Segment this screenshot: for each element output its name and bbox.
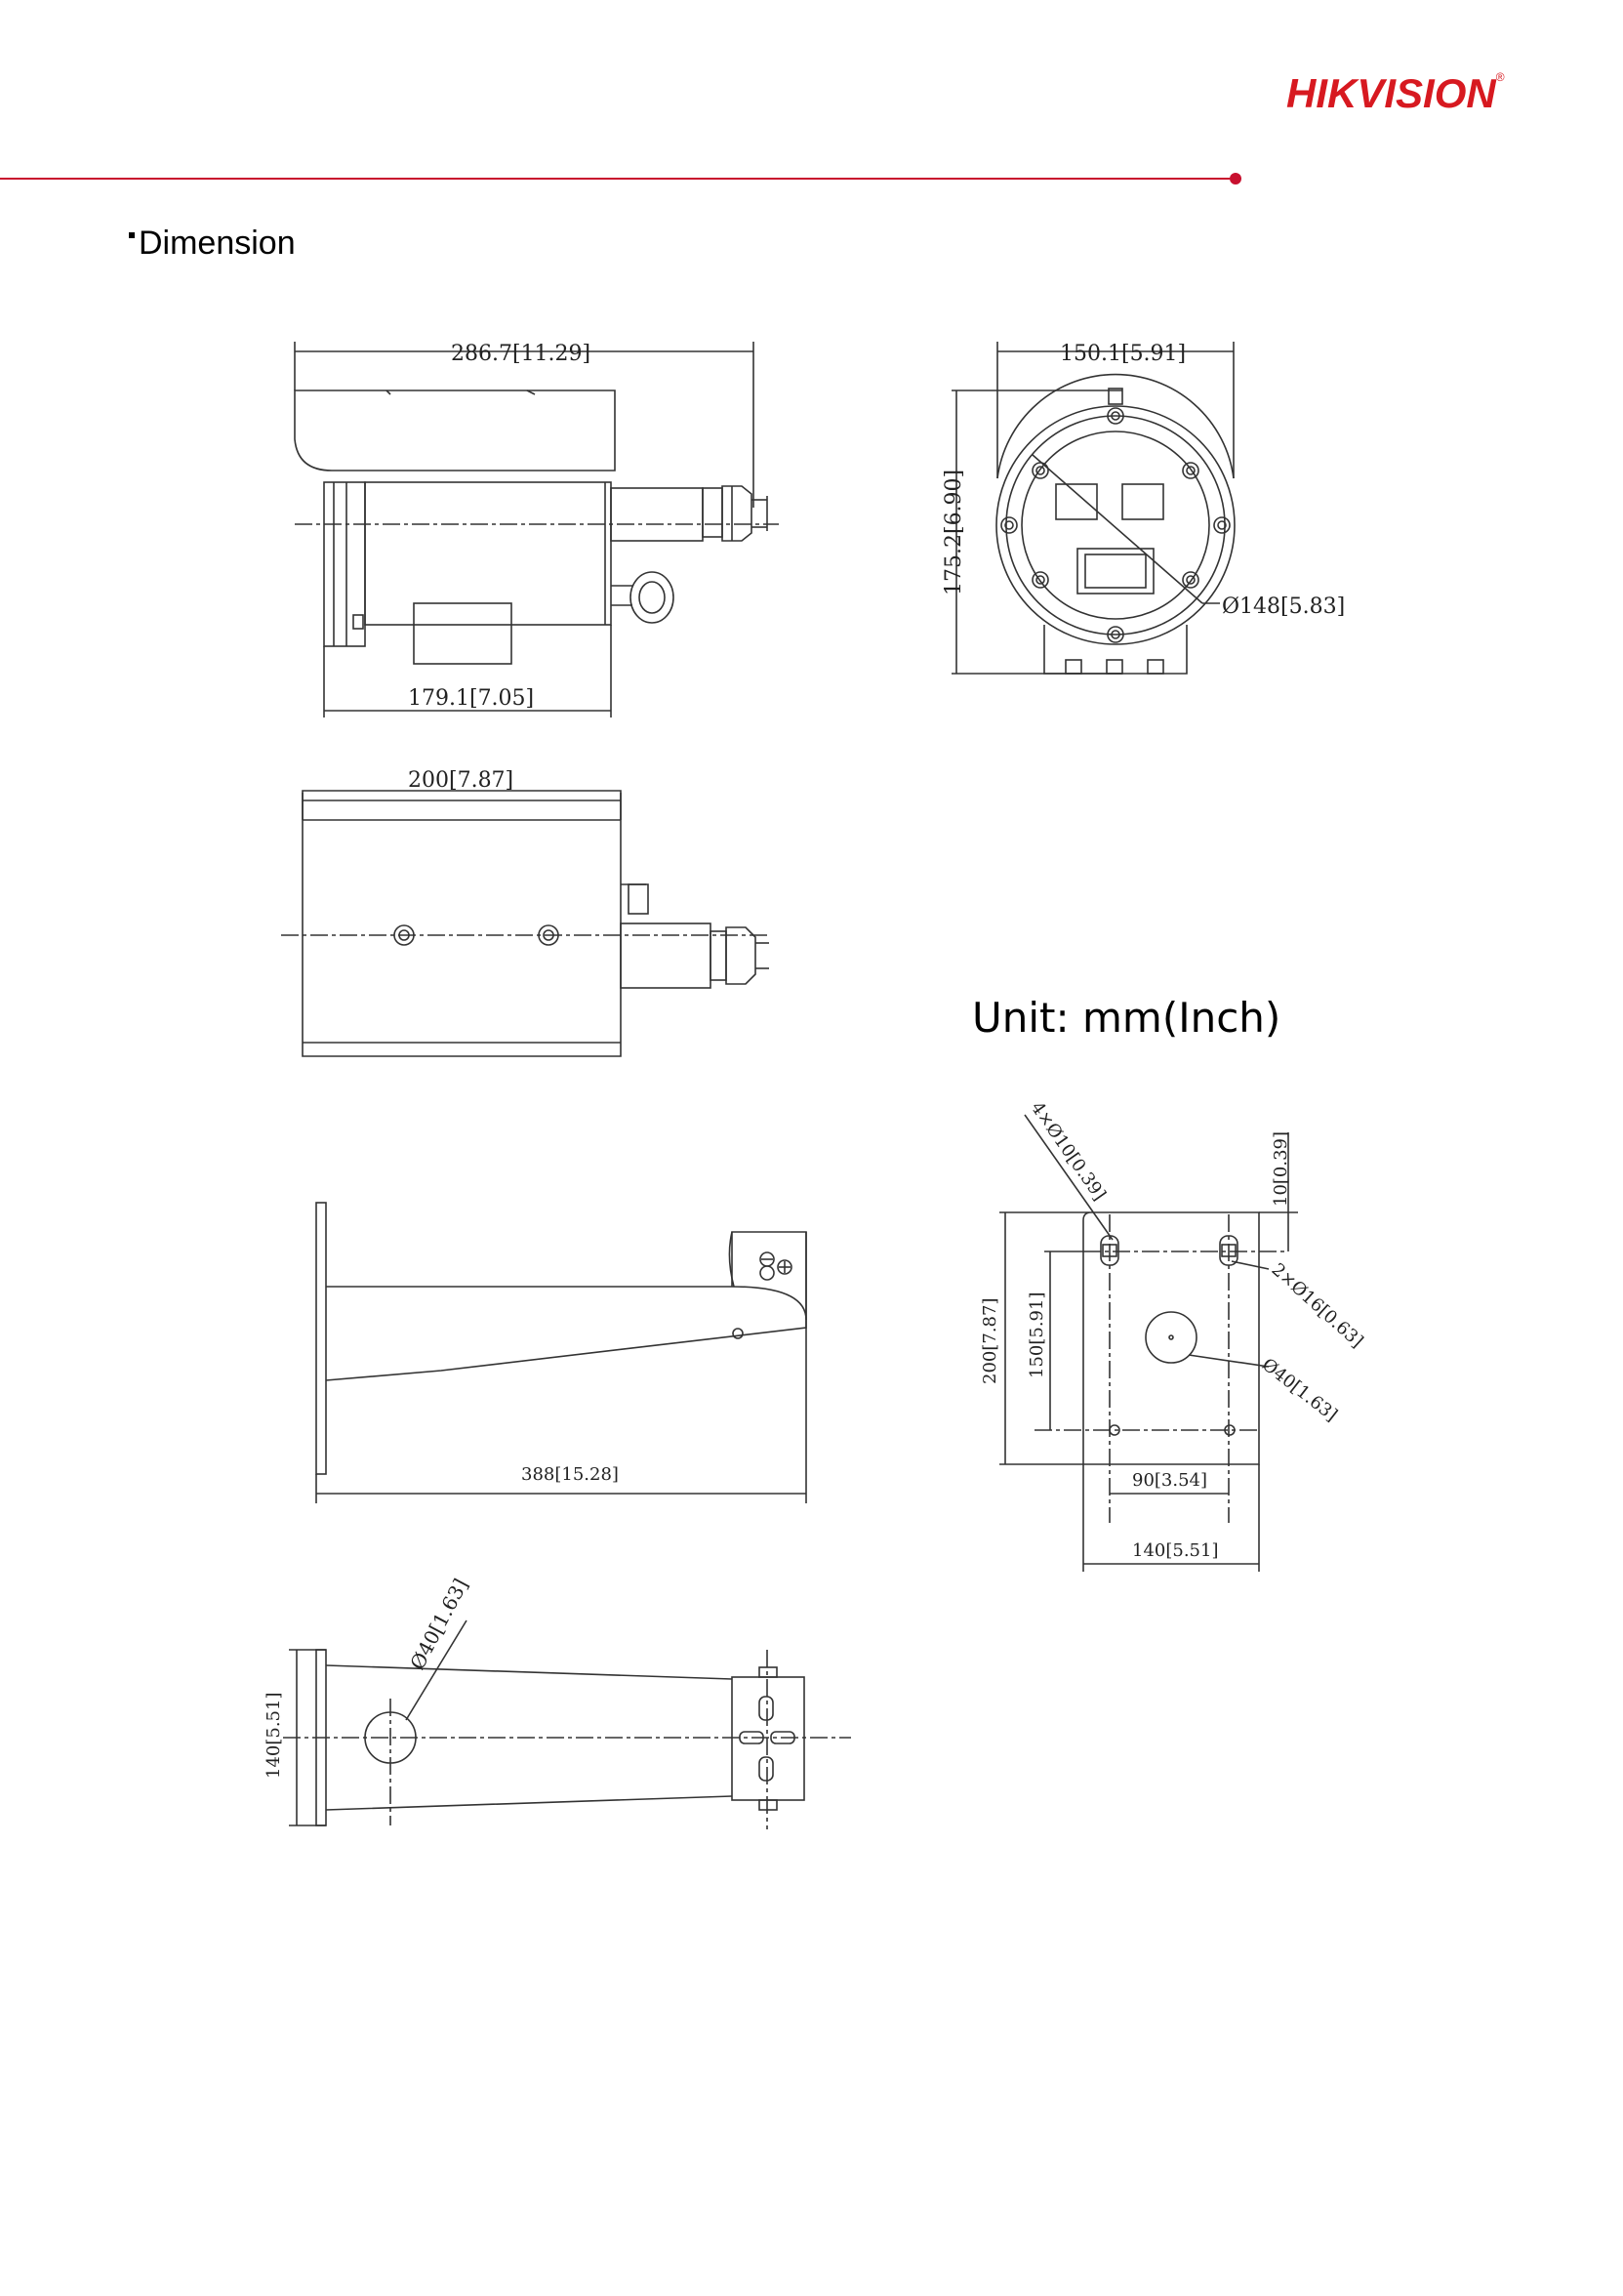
dim-bracket-length: 388[15.28]	[521, 1464, 619, 1485]
unit-note: Unit: mm(Inch)	[972, 994, 1281, 1042]
dim-bracket-hole: Ø40[1.63]	[405, 1575, 472, 1673]
mounting-plate-view: 200[7.87] 150[5.91] 10[0.39] 90[3.54] 14…	[980, 1098, 1367, 1572]
dim-front-diameter: Ø148[5.83]	[1222, 594, 1345, 619]
hikvision-logo: HIKVISION®	[1286, 70, 1505, 116]
dim-overall-length: 286.7[11.29]	[451, 342, 590, 366]
header-rule-dot	[1230, 173, 1241, 184]
dim-plate-height: 200[7.87]	[980, 1298, 1000, 1384]
dim-housing-length: 179.1[7.05]	[408, 686, 534, 711]
dim-edge-offset: 10[0.39]	[1271, 1131, 1291, 1207]
side-view: 286.7[11.29] 179.1[7.05]	[294, 342, 779, 718]
dim-front-height: 175.2[6.90]	[942, 470, 966, 595]
dim-plate-width: 140[5.51]	[1132, 1540, 1218, 1561]
dim-holes-2x: 2×Ø16[0.63]	[1268, 1259, 1367, 1352]
bracket-side-view: 388[15.28]	[315, 1202, 807, 1503]
dim-top-length: 200[7.87]	[408, 768, 513, 793]
top-view: 200[7.87]	[281, 768, 771, 1057]
dim-hole-spacing-h: 90[3.54]	[1132, 1470, 1207, 1491]
dim-front-width: 150.1[5.91]	[1060, 342, 1186, 366]
header-rule	[0, 178, 1230, 180]
dim-center-hole: Ø40[1.63]	[1258, 1354, 1341, 1425]
bracket-top-view: Ø40[1.63] 140[5.51]	[264, 1575, 851, 1829]
front-view: 150.1[5.91] 175.2[6.90] Ø148[5.8	[942, 342, 1345, 675]
dim-hole-spacing-v: 150[5.91]	[1027, 1292, 1047, 1378]
dim-bracket-base-height: 140[5.51]	[264, 1693, 284, 1779]
bullet-icon	[129, 232, 135, 238]
section-title: Dimension	[129, 225, 296, 263]
dim-holes-4x: 4×Ø10[0.39]	[1027, 1098, 1110, 1205]
